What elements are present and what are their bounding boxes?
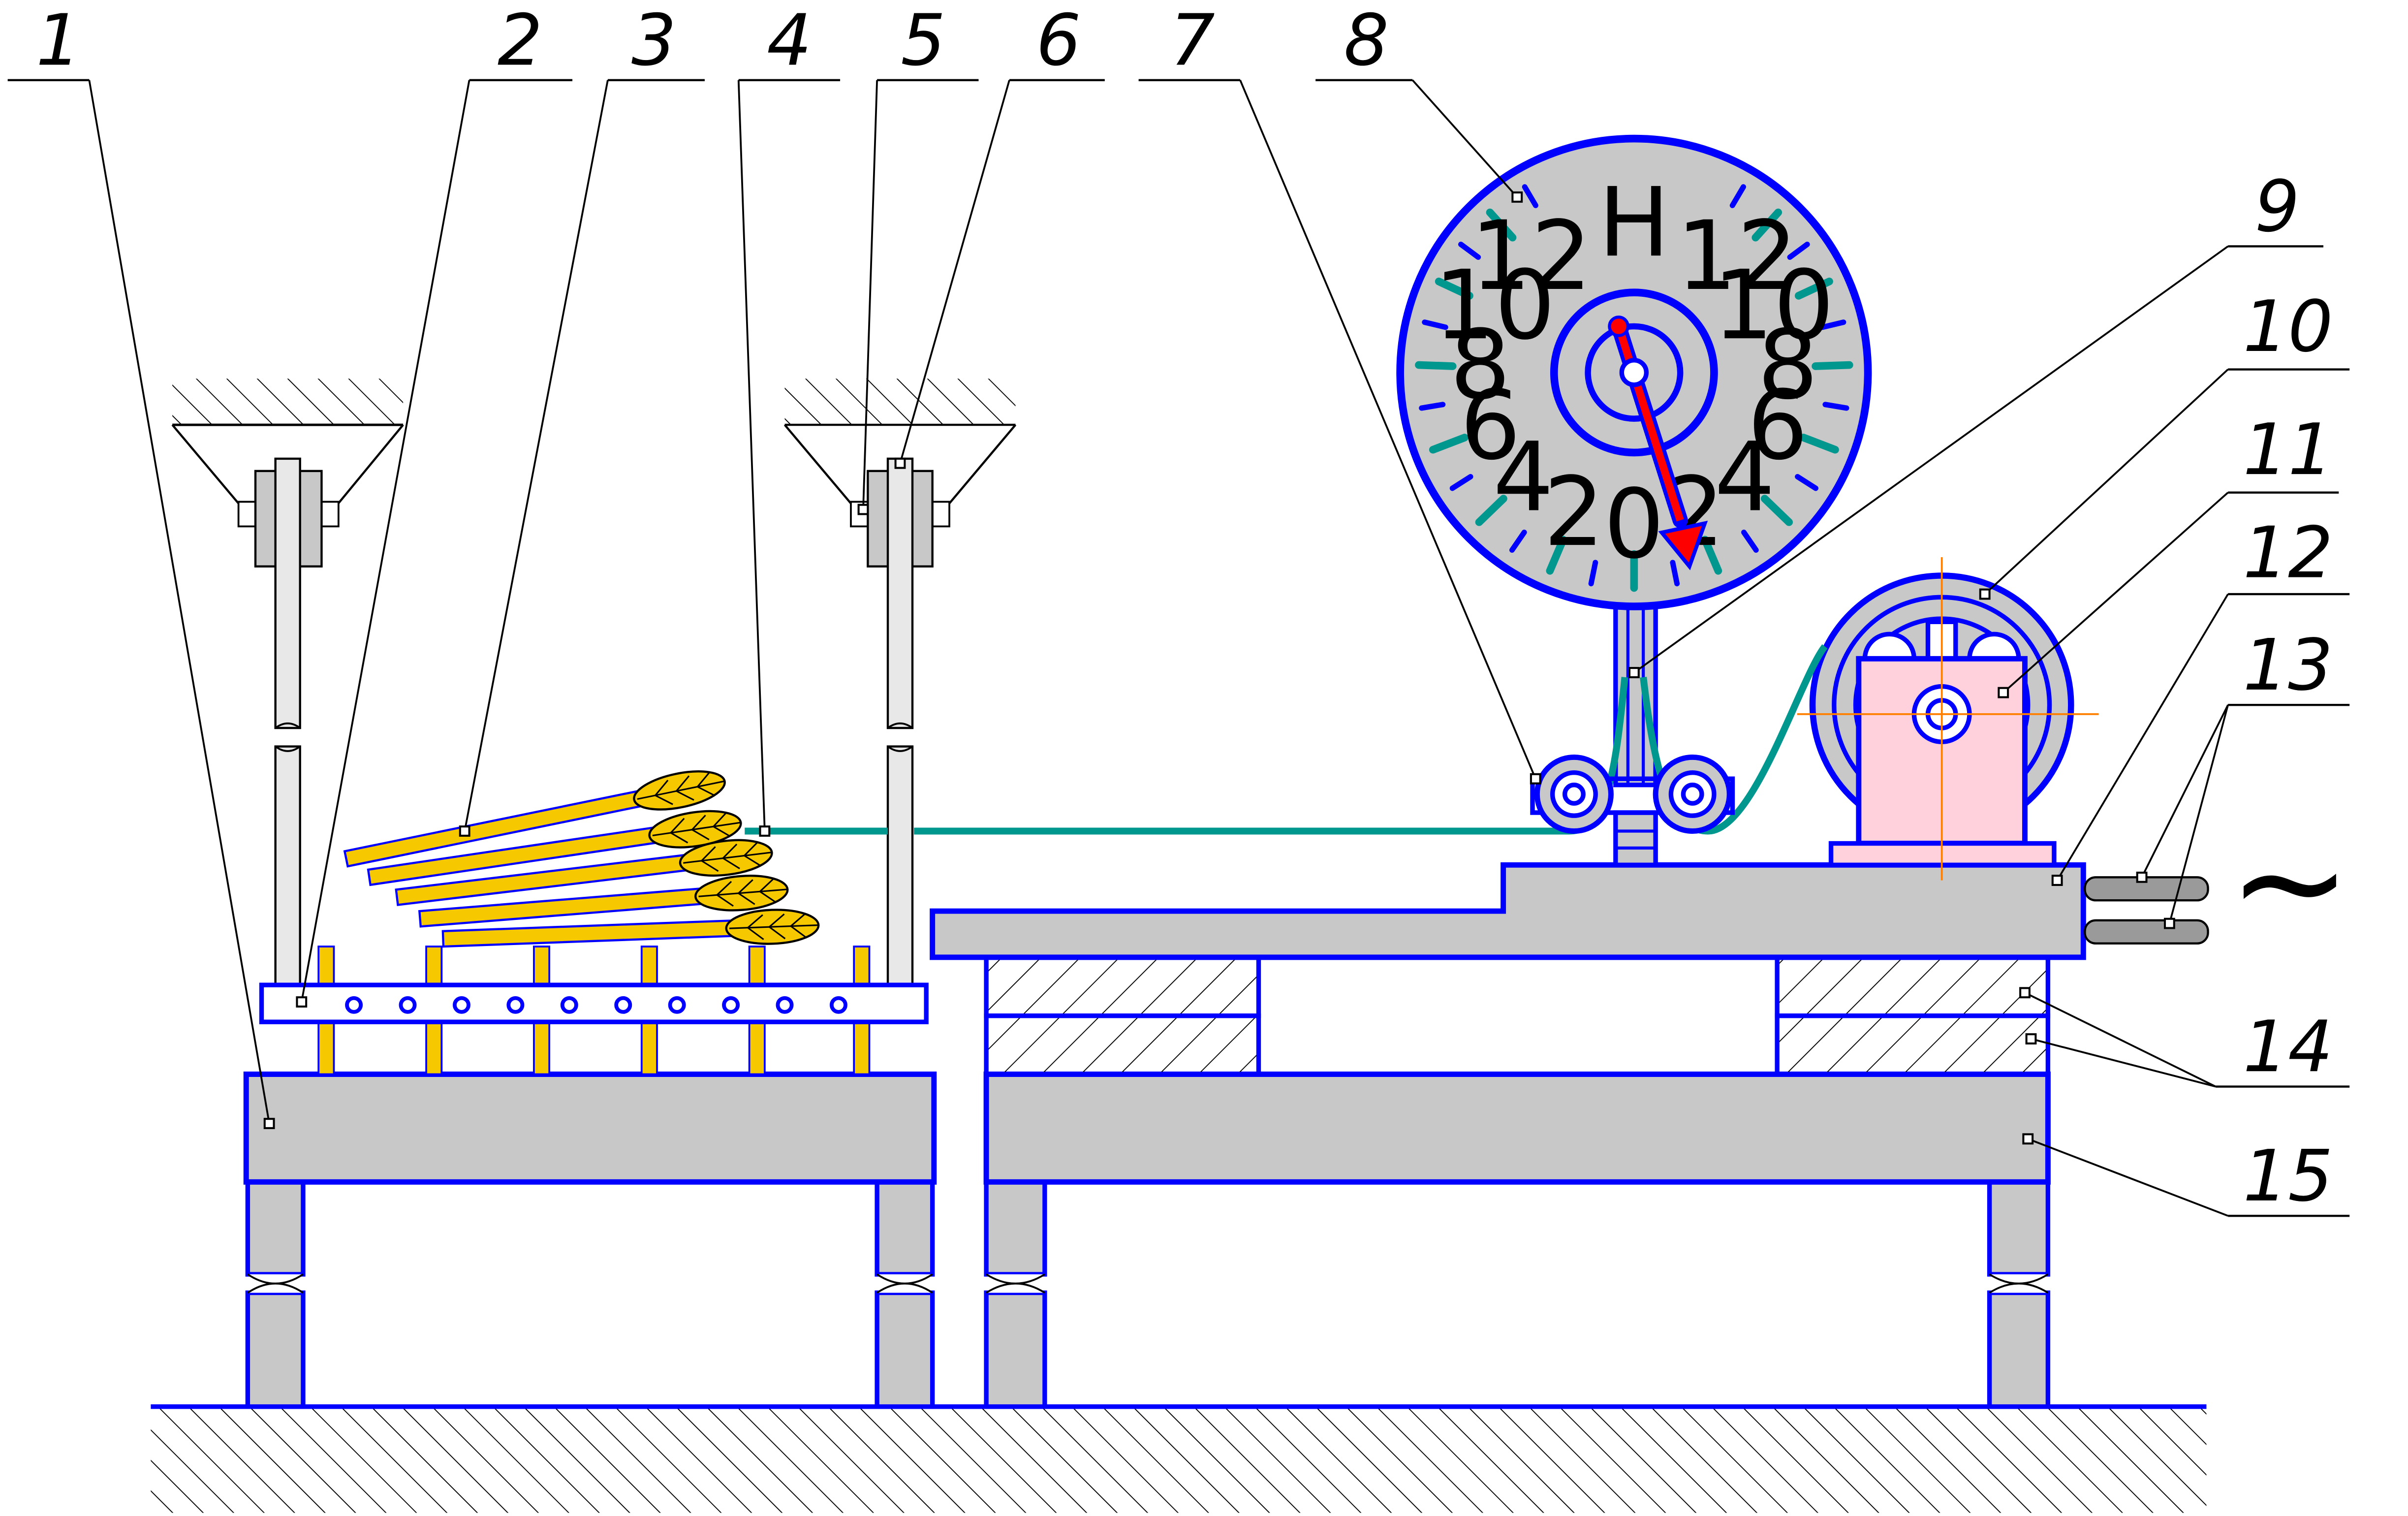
dial-tick bbox=[1588, 560, 1598, 587]
dial-tick bbox=[1522, 184, 1538, 208]
dial-tick bbox=[1422, 319, 1448, 330]
grain-stalk bbox=[367, 810, 742, 886]
leader-lines bbox=[7, 79, 2350, 1217]
holder-hole bbox=[722, 996, 740, 1014]
holder-hole bbox=[399, 996, 417, 1014]
dial-tick bbox=[1794, 278, 1833, 300]
dial-tick bbox=[1449, 474, 1473, 491]
hanger-left bbox=[237, 457, 340, 994]
part-number-label: 2 bbox=[498, 0, 542, 82]
dial-tick bbox=[1486, 208, 1517, 242]
holder-hole bbox=[506, 996, 525, 1014]
holder-hole bbox=[668, 996, 686, 1014]
dial-number-left: 4 bbox=[1493, 422, 1554, 533]
grain-stalk bbox=[418, 875, 789, 928]
insulating-pads bbox=[984, 955, 2051, 1077]
holder-hole bbox=[614, 996, 632, 1014]
dial-number-left: 2 bbox=[1544, 456, 1604, 568]
dial-tick bbox=[1435, 278, 1473, 300]
part-number-label: 1 bbox=[36, 0, 81, 82]
dial-tick bbox=[1419, 402, 1446, 411]
holder-hole bbox=[776, 996, 794, 1014]
left-table bbox=[243, 1072, 937, 1409]
part-number-label: 14 bbox=[2243, 1006, 2333, 1088]
dial-tick bbox=[1741, 529, 1759, 553]
holder-hole bbox=[560, 996, 578, 1014]
dial-tick bbox=[1701, 536, 1722, 575]
grain-stalk bbox=[395, 839, 773, 906]
dial-number-right: 6 bbox=[1748, 370, 1808, 481]
dial-tick bbox=[1822, 402, 1849, 411]
dial-unit-label: H bbox=[1598, 167, 1670, 278]
dial-number-left: 8 bbox=[1450, 309, 1510, 420]
part-number-label: 5 bbox=[901, 0, 946, 82]
dial-number-left: 6 bbox=[1460, 370, 1521, 481]
part-number-label: 15 bbox=[2243, 1135, 2333, 1217]
dial-tick bbox=[1475, 495, 1507, 526]
base-plate bbox=[930, 862, 2086, 960]
dial-tick bbox=[1670, 560, 1680, 587]
part-number-label: 4 bbox=[767, 0, 812, 82]
dial-number-left: 0 bbox=[1604, 469, 1664, 580]
dial-tick bbox=[1795, 474, 1818, 491]
dial-number-right: 8 bbox=[1757, 309, 1818, 420]
dial-tick bbox=[1729, 184, 1746, 208]
dial-tick bbox=[1415, 361, 1457, 370]
right-table bbox=[983, 1072, 2051, 1409]
dial-number-left: 10 bbox=[1434, 250, 1556, 361]
ceiling-support-right bbox=[783, 379, 1017, 514]
dial-tick bbox=[1751, 208, 1783, 242]
supply-voltage-label: ~ 220 B bbox=[2228, 795, 2408, 968]
guide-rollers bbox=[1530, 754, 1735, 834]
part-number-label: 9 bbox=[2254, 165, 2300, 248]
dial-tick bbox=[1429, 434, 1469, 454]
electric-motor bbox=[1797, 557, 2099, 881]
dial-pointer bbox=[1608, 316, 1708, 570]
dial-tick bbox=[1546, 536, 1567, 575]
holder-hole bbox=[345, 996, 363, 1014]
stalk-holder bbox=[259, 946, 929, 1075]
dial-tick bbox=[1812, 361, 1853, 370]
grain-stalk bbox=[441, 909, 820, 948]
dial-number-right: 10 bbox=[1713, 250, 1834, 361]
part-number-label: 3 bbox=[631, 0, 677, 82]
holder-hole bbox=[452, 996, 470, 1014]
part-number-label: 11 bbox=[2243, 409, 2333, 491]
dial-tick bbox=[1799, 434, 1839, 454]
dial-tick bbox=[1787, 241, 1810, 260]
part-number-label: 13 bbox=[2243, 624, 2333, 706]
part-number-label: 8 bbox=[1344, 0, 1389, 82]
part-number-label: 10 bbox=[2243, 285, 2333, 368]
dial-tick bbox=[1458, 241, 1481, 260]
dial-tick bbox=[1819, 319, 1846, 330]
grain-stalks bbox=[343, 770, 820, 948]
dial-number-right: 4 bbox=[1715, 422, 1775, 533]
power-cables bbox=[2084, 876, 2209, 945]
part-number-label: 6 bbox=[1036, 0, 1081, 82]
dial-tick bbox=[1760, 495, 1793, 526]
part-number-label: 7 bbox=[1170, 0, 1215, 82]
dial-tick bbox=[1509, 529, 1527, 553]
ground bbox=[151, 1404, 2207, 1513]
grain-stalk bbox=[343, 770, 726, 868]
dial-number-left: 12 bbox=[1470, 200, 1592, 312]
holder-hole bbox=[829, 996, 847, 1014]
dial-number-right: 12 bbox=[1676, 200, 1798, 312]
part-number-label: 12 bbox=[2243, 512, 2333, 594]
